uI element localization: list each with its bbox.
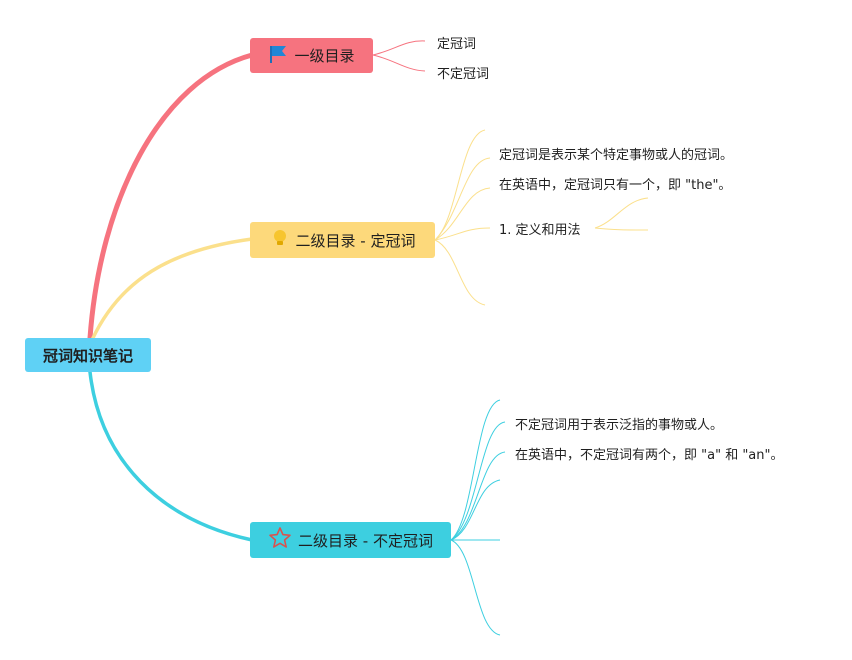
link-branch2-leaf2 — [434, 187, 491, 241]
link-branch1-leaf2 — [372, 54, 426, 72]
link-branch2-leaf1 — [434, 157, 491, 241]
lightbulb-icon — [270, 228, 290, 252]
link-root-branch1 — [87, 52, 255, 341]
leaf-indefinite-meaning[interactable]: 不定冠词用于表示泛指的事物或人。 — [515, 418, 724, 433]
link-branch3-leaf2 — [450, 451, 506, 541]
link-root-branch2 — [90, 237, 254, 342]
branch-label: 一级目录 — [294, 47, 355, 65]
link-branch1-leaf1 — [372, 40, 426, 56]
link-branch2-leaf-empty-top — [434, 129, 486, 241]
leaf-indefinite-a-an[interactable]: 在英语中，不定冠词有两个，即 "a" 和 "an"。 — [515, 448, 784, 463]
link-root-branch3 — [88, 370, 254, 542]
branch-node-definite[interactable]: 二级目录 - 定冠词 — [250, 222, 435, 258]
leaf-definite-meaning[interactable]: 定冠词是表示某个特定事物或人的冠词。 — [499, 148, 734, 163]
link-branch3-leaf1 — [450, 421, 506, 541]
branch-label: 二级目录 - 定冠词 — [295, 231, 416, 250]
branch-label: 二级目录 - 不定冠词 — [298, 531, 433, 550]
leaf-definite-the[interactable]: 在英语中，定冠词只有一个，即 "the"。 — [499, 178, 732, 193]
root-label: 冠词知识笔记 — [42, 346, 133, 365]
branch-node-level1[interactable]: 一级目录 — [250, 38, 373, 73]
link-branch3-leaf-empty-2 — [450, 479, 501, 541]
leaf-definite-article[interactable]: 定冠词 — [437, 37, 477, 52]
link-branch3-leaf-empty-1 — [450, 399, 501, 541]
root-node[interactable]: 冠词知识笔记 — [25, 338, 151, 372]
link-sub-leaf1 — [594, 197, 649, 229]
flag-icon — [268, 44, 288, 68]
branch-node-indefinite[interactable]: 二级目录 - 不定冠词 — [250, 522, 451, 558]
leaf-definition-usage[interactable]: 1. 定义和用法 — [499, 223, 581, 238]
link-branch3-leaf-empty-4 — [450, 539, 501, 636]
link-branch2-leaf-empty-bottom — [434, 239, 486, 306]
link-sub-leaf2 — [594, 227, 649, 231]
link-branch2-leaf3 — [434, 227, 491, 241]
star-icon — [268, 526, 292, 554]
leaf-indefinite-article[interactable]: 不定冠词 — [437, 67, 490, 82]
